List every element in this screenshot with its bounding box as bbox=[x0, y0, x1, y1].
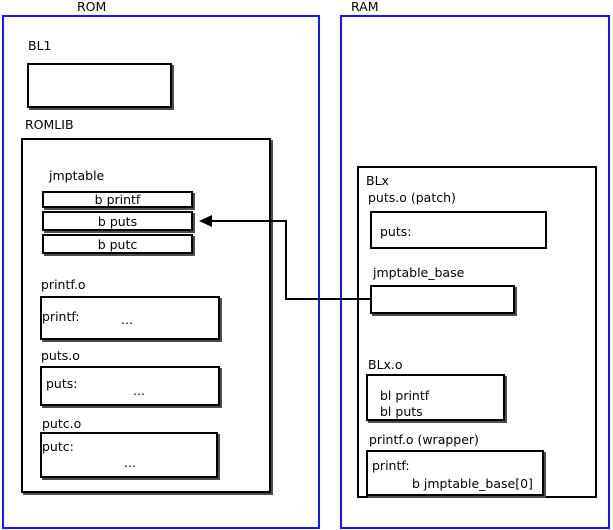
romlib-putc-o-box bbox=[40, 432, 218, 478]
romlib-puts-symbol: puts: bbox=[46, 376, 78, 391]
jmptable-entry-b-printf: b printf bbox=[42, 191, 193, 208]
connector-segment-horizontal-upper bbox=[211, 220, 287, 222]
blx-puts-patch-label: puts.o (patch) bbox=[368, 190, 456, 205]
ram-region-label: RAM bbox=[351, 0, 379, 14]
rom-region bbox=[2, 15, 320, 529]
jmptable-base-box bbox=[370, 285, 515, 314]
romlib-label: ROMLIB bbox=[25, 117, 74, 132]
romlib-puts-o-label: puts.o bbox=[41, 348, 80, 363]
printf-wrapper-label: printf.o (wrapper) bbox=[369, 432, 479, 447]
printf-wrapper-instruction: b jmptable_base[0] bbox=[412, 476, 533, 491]
blx-o-line-bl-puts: bl puts bbox=[380, 404, 423, 419]
rom-region-label: ROM bbox=[77, 0, 107, 14]
romlib-printf-symbol: printf: bbox=[42, 309, 80, 324]
romlib-puts-body: ... bbox=[133, 383, 145, 398]
romlib-putc-symbol: putc: bbox=[42, 439, 74, 454]
jmptable-label: jmptable bbox=[49, 168, 105, 183]
jmptable-entry-b-putc: b putc bbox=[42, 234, 193, 254]
romlib-printf-o-label: printf.o bbox=[41, 277, 86, 292]
romlib-puts-o-box bbox=[40, 366, 220, 406]
jmptable-base-label: jmptable_base bbox=[373, 265, 465, 280]
jmptable-entry-b-puts: b puts bbox=[42, 211, 193, 231]
printf-wrapper-box bbox=[366, 450, 544, 496]
romlib-printf-o-box bbox=[40, 296, 220, 340]
bl1-box bbox=[27, 63, 172, 108]
connector-segment-horizontal-lower bbox=[285, 298, 371, 300]
bl1-label: BL1 bbox=[28, 38, 52, 53]
blx-o-label: BLx.o bbox=[368, 357, 403, 372]
blx-o-box bbox=[366, 374, 505, 421]
blx-label: BLx bbox=[366, 173, 389, 188]
blx-o-line-bl-printf: bl printf bbox=[380, 388, 430, 403]
romlib-printf-body: ... bbox=[121, 312, 133, 327]
romlib-putc-body: ... bbox=[124, 455, 136, 470]
connector-segment-vertical bbox=[285, 220, 287, 300]
printf-wrapper-symbol: printf: bbox=[372, 458, 410, 473]
blx-puts-patch-box bbox=[370, 211, 547, 249]
ram-region bbox=[340, 15, 610, 529]
romlib-putc-o-label: putc.o bbox=[42, 416, 82, 431]
connector-arrowhead-icon bbox=[199, 215, 212, 227]
blx-puts-patch-symbol: puts: bbox=[380, 224, 412, 239]
